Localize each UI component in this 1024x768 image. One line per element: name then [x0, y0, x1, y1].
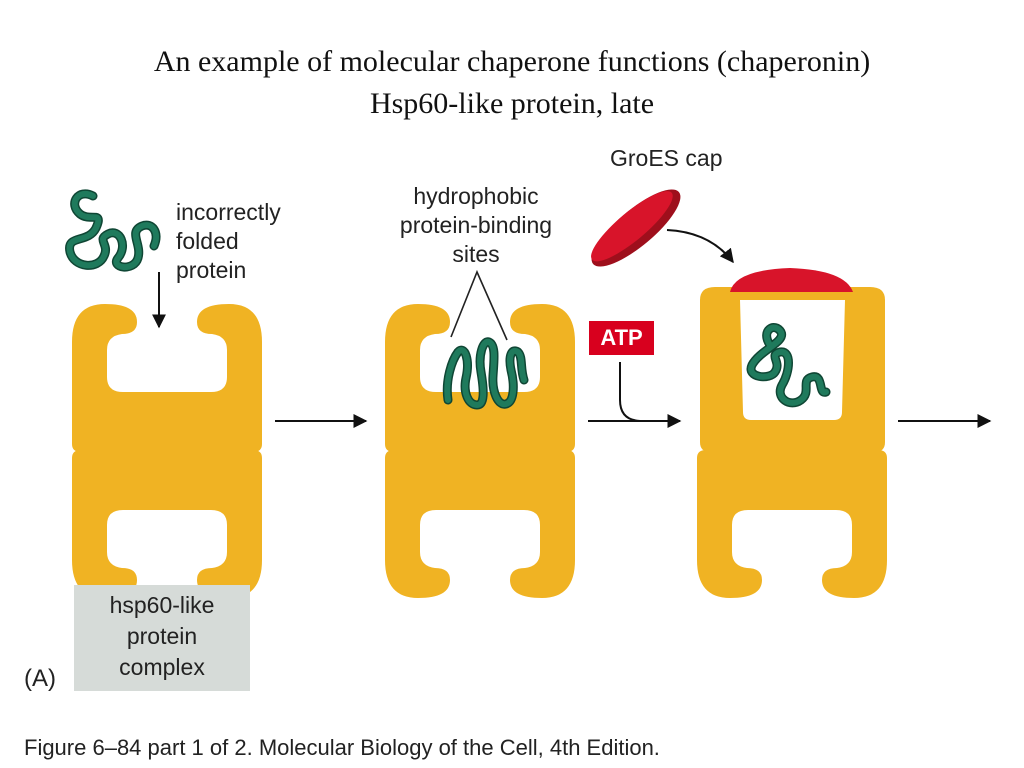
atp-badge: ATP	[589, 321, 654, 355]
slide-subtitle: Hsp60-like protein, late	[369, 87, 655, 120]
label-line: sites	[452, 241, 500, 267]
label-line: protein	[126, 623, 198, 649]
groes-cap-label: GroES cap	[610, 145, 723, 171]
binding-site-pointer	[450, 269, 508, 341]
label-line: complex	[119, 654, 205, 680]
hsp60-complex-1	[72, 304, 262, 598]
slide-title: An example of molecular chaperone functi…	[153, 45, 871, 78]
groes-cap-on-complex	[730, 268, 853, 292]
label-line: hydrophobic	[413, 183, 539, 209]
atp-arrow	[619, 362, 641, 422]
groes-cap	[591, 189, 681, 267]
label-line: hsp60-like	[109, 592, 215, 618]
complex-label-box	[74, 585, 250, 691]
hsp60-complex-label: hsp60-like protein complex	[74, 590, 250, 683]
panel-label: (A)	[24, 665, 56, 692]
figure-caption: Figure 6–84 part 1 of 2. Molecular Biolo…	[24, 735, 660, 760]
label-line: protein	[176, 257, 247, 283]
label-line: protein-binding	[399, 212, 553, 238]
hsp60-complex-2	[385, 269, 575, 598]
label-line: folded	[176, 228, 239, 254]
cap-binding-arrow	[666, 229, 734, 264]
misfolded-protein	[65, 189, 161, 272]
hydrophobic-sites-label: hydrophobic protein-binding sites	[358, 182, 594, 269]
hsp60-complex-3	[697, 268, 887, 598]
incorrectly-folded-protein-label: incorrectly folded protein	[176, 198, 281, 285]
label-line: incorrectly	[176, 199, 281, 225]
